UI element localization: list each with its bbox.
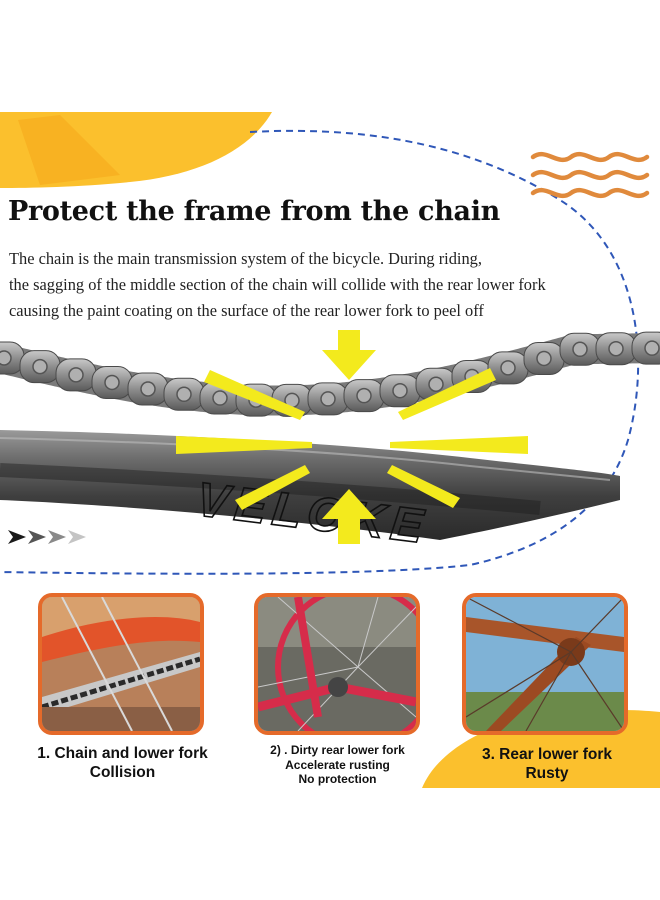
- description: The chain is the main transmission syste…: [9, 246, 609, 324]
- chain-frame-illustration: VELOKE: [0, 330, 660, 555]
- wave-icon: [530, 151, 650, 199]
- bike-chain: [0, 331, 660, 417]
- card-caption-dirty-fork: 2) . Dirty rear lower fork Accelerate ru…: [270, 743, 405, 786]
- card-caption-rusty-fork: 3. Rear lower fork Rusty: [481, 746, 613, 782]
- card-caption-collision: 1. Chain and lower fork Collision: [37, 745, 208, 781]
- photo-card-collision: [38, 593, 204, 735]
- photo-card-dirty-fork: [254, 593, 420, 735]
- photo-card-rusty-fork: [462, 593, 628, 735]
- yellow-swoosh-highlight: [18, 115, 120, 185]
- frame-tube: VELOKE: [0, 430, 620, 555]
- page-title: Protect the frame from the chain: [8, 196, 501, 227]
- arrow-chevrons-icon: [8, 530, 86, 544]
- description-line: the sagging of the middle section of the…: [9, 275, 546, 294]
- warning-arrows-icon: [176, 330, 528, 544]
- description-line: The chain is the main transmission syste…: [9, 249, 482, 268]
- dashed-border-curve: [0, 129, 640, 575]
- decorative-background: [0, 112, 650, 575]
- description-line: causing the paint coating on the surface…: [9, 301, 484, 320]
